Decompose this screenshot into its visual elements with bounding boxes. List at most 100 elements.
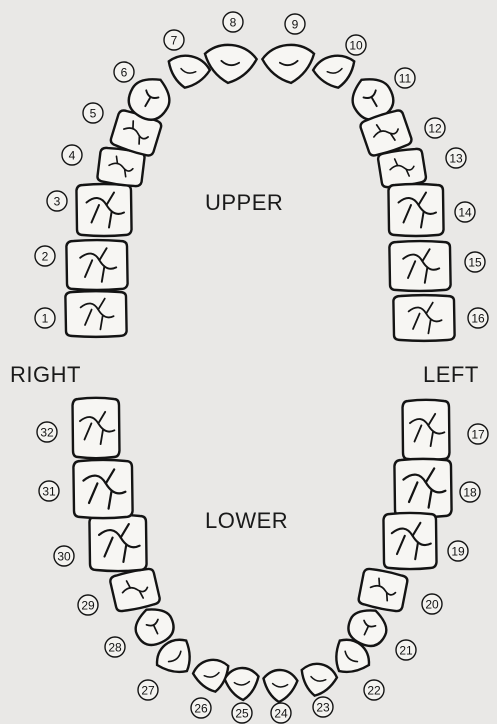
tooth-outline	[109, 567, 161, 613]
tooth-number-26: 26	[191, 698, 211, 718]
tooth-24	[262, 669, 298, 703]
tooth-number-text: 4	[69, 149, 76, 163]
tooth-number-text: 27	[141, 684, 155, 698]
tooth-outline	[164, 52, 212, 92]
tooth-outline	[389, 241, 450, 291]
tooth-number-11: 11	[395, 68, 415, 88]
tooth-number-6: 6	[114, 62, 134, 82]
tooth-number-text: 16	[471, 312, 485, 326]
tooth-outline	[297, 661, 339, 700]
tooth-number-text: 6	[121, 66, 128, 80]
tooth-1	[65, 291, 126, 337]
tooth-8	[202, 42, 258, 85]
tooth-10	[311, 52, 359, 92]
tooth-number-text: 25	[235, 707, 249, 721]
right-side-label: RIGHT	[10, 362, 81, 387]
tooth-number-14: 14	[455, 202, 475, 222]
tooth-number-text: 10	[349, 39, 363, 53]
tooth-number-text: 32	[40, 426, 54, 440]
tooth-9	[261, 42, 317, 85]
tooth-18	[394, 459, 451, 517]
tooth-outline	[262, 669, 298, 703]
tooth-number-23: 23	[313, 697, 333, 717]
upper-arch-label: UPPER	[205, 190, 283, 215]
tooth-number-text: 28	[108, 641, 122, 655]
tooth-number-text: 17	[471, 428, 485, 442]
tooth-number-text: 15	[468, 256, 482, 270]
tooth-number-text: 31	[42, 485, 56, 499]
tooth-outline	[89, 515, 146, 571]
tooth-13	[377, 147, 426, 188]
tooth-number-text: 7	[171, 34, 178, 48]
tooth-23	[297, 661, 339, 700]
tooth-number-text: 26	[194, 702, 208, 716]
tooth-26	[191, 657, 233, 696]
tooth-number-text: 22	[367, 684, 381, 698]
tooth-number-9: 9	[285, 14, 305, 34]
tooth-14	[388, 184, 443, 236]
tooth-19	[383, 513, 436, 569]
tooth-30	[89, 515, 146, 571]
tooth-29	[109, 567, 161, 613]
tooth-16	[393, 295, 454, 341]
tooth-outline	[311, 52, 359, 92]
tooth-number-21: 21	[396, 640, 416, 660]
tooth-number-4: 4	[62, 145, 82, 165]
tooth-number-text: 8	[230, 16, 237, 30]
tooth-number-17: 17	[468, 424, 488, 444]
tooth-7	[164, 52, 212, 92]
tooth-number-30: 30	[54, 546, 74, 566]
tooth-31	[73, 460, 132, 518]
tooth-numbers-group: 1234567891011121314151617181920212223242…	[35, 12, 488, 723]
tooth-outline	[394, 459, 451, 517]
tooth-number-24: 24	[271, 703, 291, 723]
tooth-number-20: 20	[422, 594, 442, 614]
tooth-outline	[393, 295, 454, 341]
tooth-number-2: 2	[35, 246, 55, 266]
tooth-outline	[377, 147, 426, 188]
tooth-number-29: 29	[78, 595, 98, 615]
tooth-number-16: 16	[468, 308, 488, 328]
tooth-number-text: 21	[399, 644, 413, 658]
tooth-number-text: 11	[399, 72, 412, 86]
tooth-number-text: 14	[458, 206, 472, 220]
tooth-number-3: 3	[47, 191, 67, 211]
tooth-number-18: 18	[460, 482, 480, 502]
tooth-number-text: 1	[42, 312, 49, 326]
left-side-label: LEFT	[423, 362, 479, 387]
tooth-number-text: 19	[451, 545, 465, 559]
tooth-2	[66, 240, 127, 290]
tooth-25	[224, 667, 260, 701]
tooth-17	[403, 400, 450, 460]
tooth-number-text: 12	[428, 122, 442, 136]
tooth-number-28: 28	[105, 637, 125, 657]
tooth-number-7: 7	[164, 30, 184, 50]
tooth-number-10: 10	[346, 35, 366, 55]
tooth-number-text: 20	[425, 598, 439, 612]
tooth-outline	[388, 184, 443, 236]
tooth-number-19: 19	[448, 541, 468, 561]
teeth-group	[65, 42, 454, 703]
tooth-outline	[224, 667, 260, 701]
tooth-outline	[357, 567, 409, 613]
tooth-outline	[191, 657, 233, 696]
tooth-number-text: 9	[292, 18, 299, 32]
tooth-outline	[65, 291, 126, 337]
tooth-outline	[403, 400, 450, 460]
tooth-number-text: 2	[42, 250, 49, 264]
tooth-number-text: 3	[54, 195, 61, 209]
tooth-number-25: 25	[232, 703, 252, 723]
tooth-number-22: 22	[364, 680, 384, 700]
lower-arch-label: LOWER	[205, 508, 288, 533]
tooth-outline	[261, 42, 317, 85]
tooth-number-text: 29	[81, 599, 95, 613]
tooth-number-12: 12	[425, 118, 445, 138]
tooth-32	[73, 398, 120, 458]
tooth-number-8: 8	[223, 12, 243, 32]
tooth-outline	[202, 42, 258, 85]
tooth-number-text: 13	[449, 152, 463, 166]
tooth-number-31: 31	[39, 481, 59, 501]
tooth-number-text: 24	[274, 707, 288, 721]
tooth-number-5: 5	[83, 103, 103, 123]
tooth-number-text: 30	[57, 550, 71, 564]
